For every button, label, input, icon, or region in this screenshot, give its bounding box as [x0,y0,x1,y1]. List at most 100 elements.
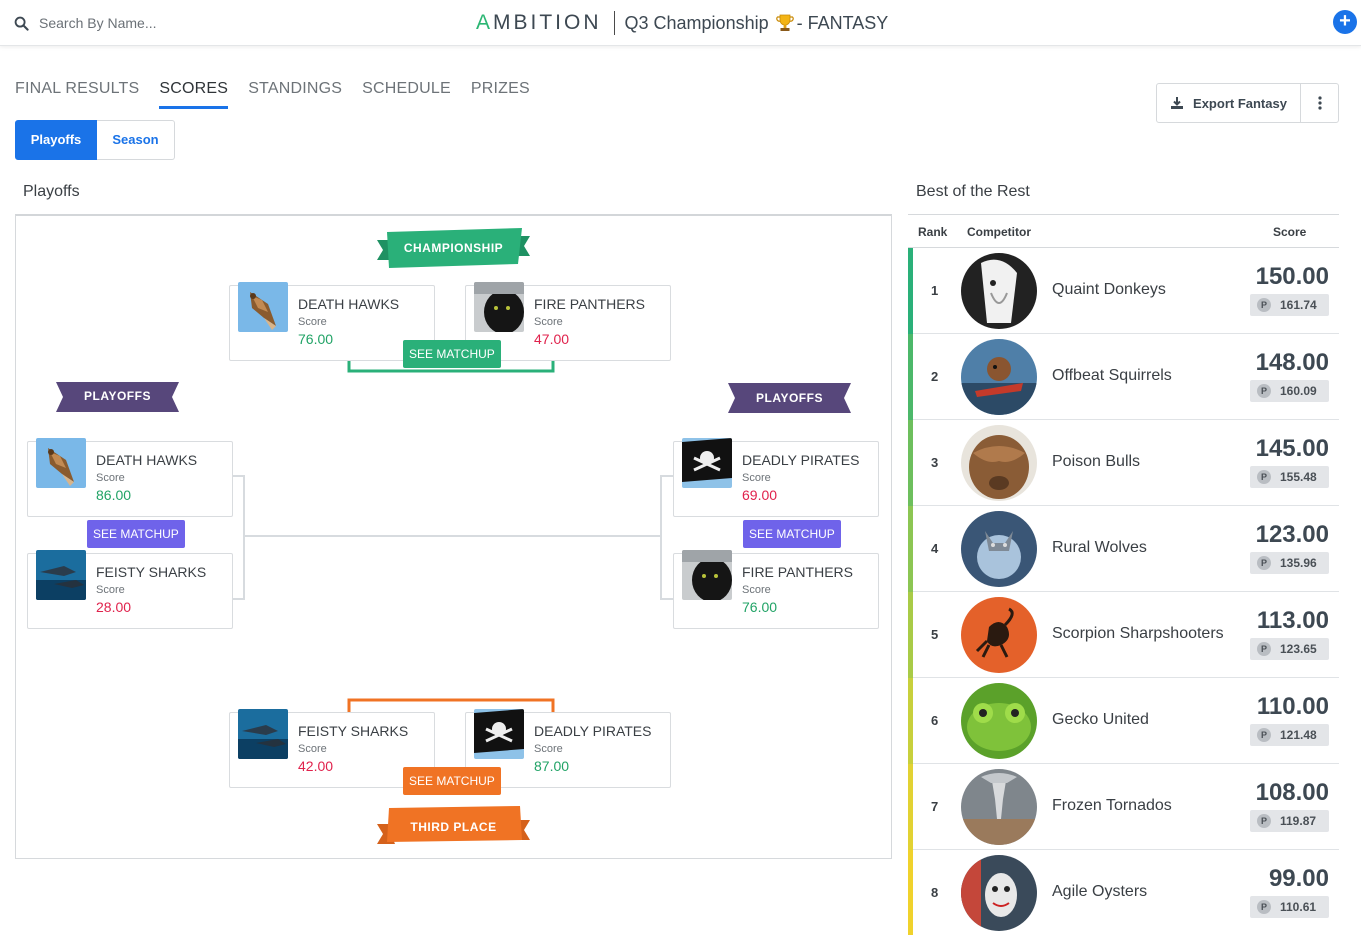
competitor-score: 110.00 [1256,693,1329,720]
add-button[interactable]: + [1333,10,1357,34]
matchup-card[interactable]: FIRE PANTHERS Score 76.00 [673,550,879,629]
competitor-score: 108.00 [1255,779,1329,806]
competitor-name[interactable]: Scorpion Sharpshooters [1052,625,1224,642]
team-avatar-shark [36,550,86,600]
team-score: 87.00 [534,758,570,774]
matchup-card[interactable]: FEISTY SHARKS Score 42.00 [229,709,435,788]
rank-color-bar [908,592,913,678]
ribbon-shape [56,382,179,412]
tab-prizes[interactable]: PRIZES [470,80,530,97]
points-icon: P [1257,384,1271,398]
search-input[interactable] [39,15,299,31]
competitor-avatar [961,511,1037,587]
championship-label: CHAMPIONSHIP [403,241,504,255]
ambition-logo: AMBITION [476,11,602,34]
competitor-score: 123.00 [1255,521,1329,548]
team-avatar-pirate [474,709,524,759]
points-value: 119.87 [1280,814,1317,828]
competitor-name[interactable]: Agile Oysters [1052,883,1148,900]
search-box[interactable] [14,12,314,34]
playoffs-left-ribbon: PLAYOFFS [56,380,179,414]
see-matchup-button-left[interactable]: SEE MATCHUP [87,520,185,548]
matchup-card[interactable]: FIRE PANTHERS Score 47.00 [465,282,671,361]
team-score: 28.00 [96,599,132,615]
competitor-column-header: Competitor [967,225,1031,239]
team-score: 86.00 [96,487,132,503]
team-name: FIRE PANTHERS [742,564,853,580]
score-label: Score [96,584,125,596]
competitor-avatar [961,855,1037,931]
leaderboard-header: Rank Competitor Score [908,214,1339,248]
team-score: 76.00 [742,599,778,615]
third-place-label: THIRD PLACE [410,820,497,834]
competitor-name[interactable]: Offbeat Squirrels [1052,367,1172,384]
playoffs-section-title: Playoffs [23,183,80,200]
matchup-card[interactable]: DEADLY PIRATES Score 69.00 [673,438,879,517]
team-avatar-hawk [238,282,288,332]
competitor-score: 150.00 [1255,263,1329,290]
rank-color-bar [908,334,913,420]
matchup-card[interactable]: DEATH HAWKS Score 76.00 [229,282,435,361]
team-avatar-hawk [36,438,86,488]
competitor-name[interactable]: Rural Wolves [1052,539,1147,556]
competitor-score: 99.00 [1268,865,1329,892]
view-toggle: Playoffs Season [15,120,175,160]
ribbon-shape [377,806,530,844]
playoffs-toggle-button[interactable]: Playoffs [15,120,97,160]
points-value: 121.48 [1280,728,1317,742]
more-options-button[interactable] [1301,84,1338,122]
third-place-ribbon: THIRD PLACE [377,804,530,850]
competitor-avatar [961,253,1037,329]
team-avatar-shark [238,709,288,759]
playoffs-right-label: PLAYOFFS [756,391,823,405]
score-label: Score [534,743,563,755]
team-avatar-panther [474,282,524,332]
matchup-card[interactable]: FEISTY SHARKS Score 28.00 [27,550,233,629]
see-matchup-button-right[interactable]: SEE MATCHUP [743,520,841,548]
export-group: Export Fantasy [1156,83,1339,123]
tab-final-results[interactable]: FINAL RESULTS [15,80,140,97]
team-score: 76.00 [298,331,334,347]
team-score: 47.00 [534,331,570,347]
rank-number: 6 [931,713,939,728]
competitor-score: 113.00 [1256,607,1329,634]
competitor-name[interactable]: Quaint Donkeys [1052,281,1166,298]
tab-standings[interactable]: STANDINGS [248,80,343,97]
rank-number: 5 [931,627,939,642]
page-title: Q3 Championship [624,12,769,33]
competitor-name[interactable]: Poison Bulls [1052,453,1141,470]
tab-scores[interactable]: SCORES [159,80,229,109]
ribbon-shape [377,228,530,268]
competitor-score: 145.00 [1255,435,1329,462]
competitor-avatar [961,769,1037,845]
competitor-name[interactable]: Gecko United [1052,711,1149,728]
team-name: DEATH HAWKS [298,296,400,312]
tab-schedule[interactable]: SCHEDULE [362,80,451,97]
playoffs-right-ribbon: PLAYOFFS [728,381,851,415]
logo-accent-letter: A [476,11,494,34]
team-avatar-panther [682,550,732,600]
team-score: 42.00 [298,758,334,774]
export-fantasy-button[interactable]: Export Fantasy [1157,84,1301,122]
team-avatar-pirate [682,438,732,488]
season-toggle-button[interactable]: Season [97,120,175,160]
see-matchup-button-championship[interactable]: SEE MATCHUP [403,340,501,368]
see-matchup-button-third-place[interactable]: SEE MATCHUP [403,767,501,795]
rank-number: 7 [931,799,939,814]
page-title-suffix: - FANTASY [796,12,889,33]
rank-color-bar [908,764,913,850]
competitor-name[interactable]: Frozen Tornados [1052,797,1172,814]
matchup-card[interactable]: DEATH HAWKS Score 86.00 [27,438,233,517]
